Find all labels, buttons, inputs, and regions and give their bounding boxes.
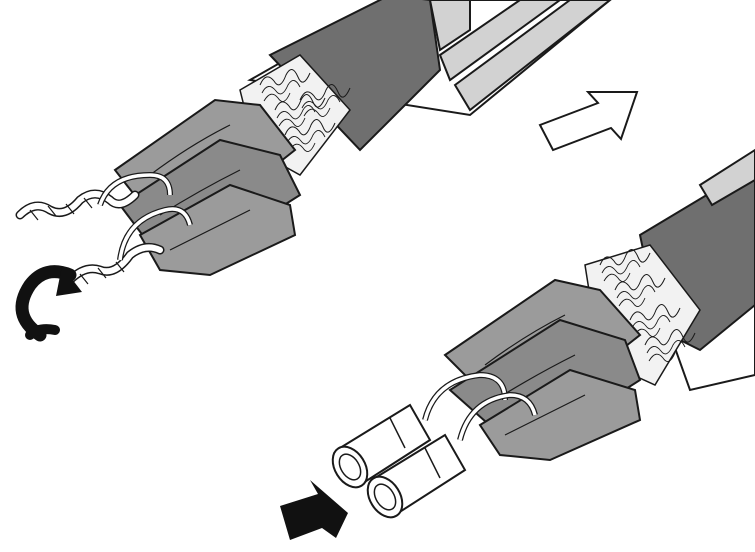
insulated-cores <box>443 278 642 462</box>
insulated-cores <box>113 98 302 277</box>
outline-arrow-icon <box>538 91 639 152</box>
cable-body <box>247 0 612 152</box>
twist-wires-panel <box>15 0 612 342</box>
twisted-wire-ends <box>15 171 193 285</box>
crimp-connector-upper <box>331 403 432 489</box>
crimp-connectors-panel <box>280 148 755 540</box>
crimp-connector-lower <box>366 433 467 519</box>
push-arrow-icon <box>280 480 348 540</box>
twist-arrow-icon <box>15 265 82 342</box>
wire-loops <box>422 371 538 441</box>
